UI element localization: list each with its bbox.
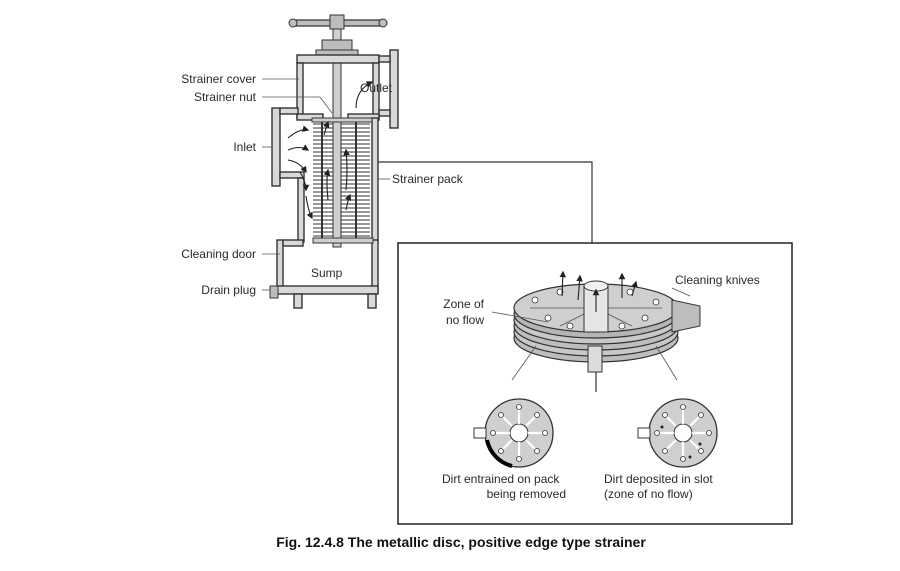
figure-caption: Fig. 12.4.8 The metallic disc, positive … (276, 534, 646, 550)
handwheel (288, 14, 388, 30)
label-outlet: Outlet (360, 81, 393, 95)
label-dirt-entrained-line2: being removed (487, 487, 566, 501)
leader-lines (262, 78, 390, 291)
label-inlet: Inlet (233, 140, 256, 154)
label-drain-plug: Drain plug (201, 283, 256, 297)
spindle (332, 28, 342, 248)
detail-box (397, 242, 793, 525)
label-dirt-deposited-line1: Dirt deposited in slot (604, 472, 713, 486)
label-zone-of-no-flow-line2: no flow (446, 313, 484, 327)
label-strainer-pack: Strainer pack (392, 172, 464, 186)
label-dirt-deposited-line2: (zone of no flow) (604, 487, 693, 501)
strainer-body (262, 14, 399, 309)
strainer-pack-discs (313, 122, 370, 238)
disc-stack (491, 270, 701, 392)
label-cleaning-knives: Cleaning knives (675, 273, 760, 287)
label-zone-of-no-flow-line1: Zone of (443, 297, 484, 311)
label-dirt-entrained-line1: Dirt entrained on pack (442, 472, 560, 486)
label-cleaning-door: Cleaning door (181, 247, 256, 261)
label-strainer-nut: Strainer nut (194, 90, 257, 104)
label-strainer-cover: Strainer cover (181, 72, 256, 86)
detail-connector (378, 161, 593, 243)
flow-arrows (287, 81, 374, 220)
label-sump: Sump (311, 266, 343, 280)
disc-dirt-deposited (637, 398, 718, 468)
disc-dirt-entrained (473, 398, 554, 468)
